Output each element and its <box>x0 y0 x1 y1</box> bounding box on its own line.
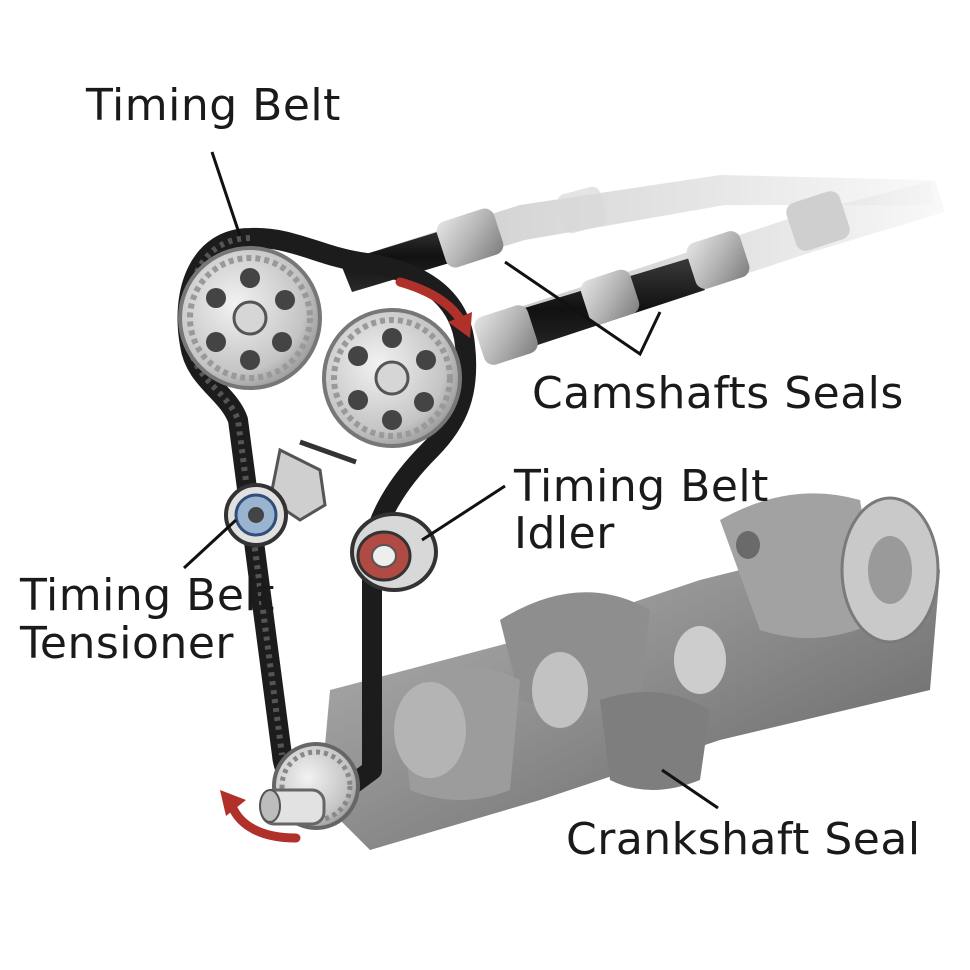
leader-camshafts-seals <box>504 260 662 357</box>
cam-rotation-arrow <box>395 277 467 327</box>
label-tensioner-line1: Timing Belt <box>20 570 275 621</box>
cam-rotation-arrowhead <box>448 312 472 338</box>
leader-lines <box>182 151 719 810</box>
label-timing-belt-tensioner: Timing Belt Tensioner <box>20 572 275 667</box>
label-tensioner-line2: Tensioner <box>20 617 234 669</box>
idler-pulley <box>350 512 438 592</box>
crank-rotation-arrow <box>227 801 301 843</box>
leader-timing-belt <box>210 151 242 237</box>
label-crankshaft-seal: Crankshaft Seal <box>566 814 921 865</box>
label-timing-belt: Timing Belt <box>86 80 341 131</box>
crankshaft <box>320 493 940 850</box>
tensioner-pulley <box>224 439 357 547</box>
label-idler-line1: Timing Belt <box>514 461 769 512</box>
crank-rotation-arrowhead <box>220 790 246 816</box>
label-idler-line2: Idler <box>514 507 615 559</box>
rear-cam-pulley <box>178 246 322 390</box>
leader-crankshaft-seal <box>661 768 719 810</box>
front-camshaft <box>474 180 945 365</box>
leader-idler <box>421 484 506 542</box>
leader-tensioner <box>182 518 238 570</box>
label-camshafts-seals: Camshafts Seals <box>532 368 904 419</box>
crank-pulley <box>259 742 360 830</box>
label-timing-belt-idler: Timing Belt Idler <box>514 461 769 559</box>
front-cam-pulley <box>322 308 462 448</box>
